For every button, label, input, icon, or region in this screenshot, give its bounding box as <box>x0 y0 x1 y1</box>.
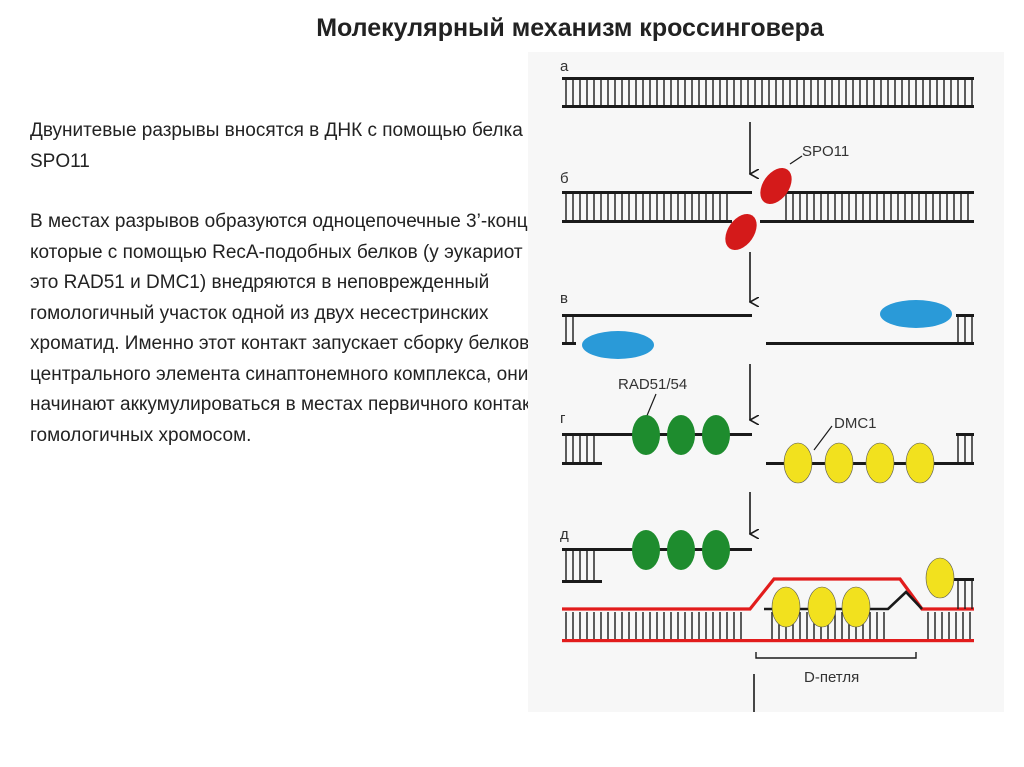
spo11-label: SPO11 <box>802 143 849 160</box>
rad51-protein <box>702 530 730 570</box>
dna-duplex-b-right <box>760 191 974 223</box>
step-label-d: д <box>560 526 569 543</box>
step-label-a: а <box>560 58 569 75</box>
step-label-v: в <box>560 290 568 307</box>
dna-end-v-right <box>766 314 974 345</box>
reca-protein <box>582 331 654 359</box>
dmc1-protein <box>771 586 801 628</box>
spo11-protein <box>760 167 792 205</box>
spo11-protein <box>725 213 757 251</box>
rad51-protein <box>667 415 695 455</box>
reca-protein <box>880 300 952 328</box>
rad51-label: RAD51/54 <box>618 376 687 393</box>
d-loop-label: D-петля <box>804 669 859 686</box>
dmc1-protein <box>905 442 935 484</box>
homolog-duplex <box>562 577 974 643</box>
slide-title: Молекулярный механизм кроссинговера <box>316 14 824 42</box>
dmc1-protein <box>925 557 955 599</box>
dmc1-protein <box>783 442 813 484</box>
paragraph-mechanism: В местах разрывов образуются одноцепочеч… <box>30 211 550 446</box>
dmc1-label: DMC1 <box>834 415 877 432</box>
dmc1-pointer <box>813 425 833 451</box>
rad51-protein <box>632 530 660 570</box>
crossing-over-diagram: а б в г д SPO11 <box>528 52 1004 712</box>
step-label-g: г <box>560 410 566 427</box>
d-loop-bracket <box>755 652 917 659</box>
dna-duplex-a <box>562 77 974 108</box>
dna-duplex-b-left <box>562 191 752 223</box>
paragraph-spo11: Двунитевые разрывы вносятся в ДНК с помо… <box>30 120 523 172</box>
dmc1-protein <box>865 442 895 484</box>
rad51-protein <box>632 415 660 455</box>
dmc1-protein <box>824 442 854 484</box>
rad51-pointer <box>645 393 657 419</box>
dna-end-v-left <box>562 314 752 345</box>
diagram-canvas: а б в г д SPO11 <box>560 58 974 712</box>
step-label-b: б <box>560 170 569 187</box>
description-text: Двунитевые разрывы вносятся в ДНК с помо… <box>30 116 550 451</box>
rad51-protein <box>667 530 695 570</box>
rad51-protein <box>702 415 730 455</box>
spo11-pointer <box>789 155 803 165</box>
dmc1-protein <box>841 586 871 628</box>
dmc1-protein <box>807 586 837 628</box>
